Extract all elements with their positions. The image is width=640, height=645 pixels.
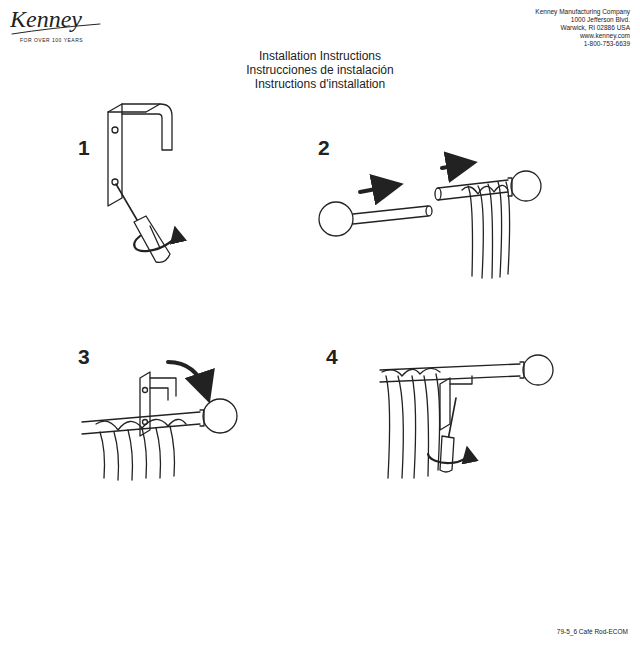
logo: Kenney [10,6,82,32]
step-1-figure [108,104,176,262]
address-line: Warwick, RI 02886 USA [561,24,630,31]
address-line: 1000 Jefferson Blvd. [571,16,630,23]
step-number: 2 [318,136,330,159]
step-3-figure [82,362,237,480]
address-line: Kenney Manufacturing Company [535,8,630,15]
subtitle: Instructions d'installation [255,78,385,91]
title: Installation Instructions [259,50,381,63]
address-line: www.kenney.com [580,32,630,39]
step-number: 3 [78,345,90,368]
subtitle: Instrucciones de instalación [246,64,393,77]
tagline: FOR OVER 100 YEARS [20,38,83,44]
step-4-figure [380,355,553,478]
step-number: 4 [326,345,338,368]
footer-code: 79-5_6 Café Rod-ECOM [557,628,628,635]
step-number: 1 [78,136,90,159]
address-line: 1-800-753-6639 [584,40,630,47]
step-2-figure [319,164,541,278]
